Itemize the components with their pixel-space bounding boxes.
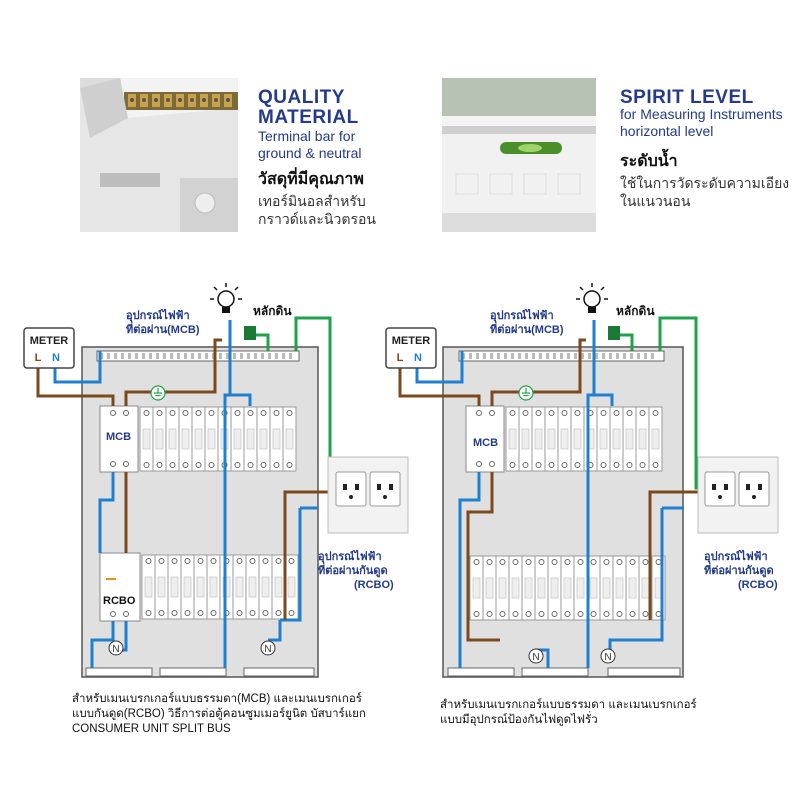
- left-earth-icon-lines: [154, 388, 162, 397]
- right-live-wires: [398, 338, 702, 642]
- right-meter-l: L: [397, 352, 404, 364]
- spirit-level-photo: [442, 78, 596, 232]
- left-device-label-1: อุปกรณ์ไฟฟ้า: [126, 308, 190, 323]
- left-caption: สำหรับเมนเบรกเกอร์แบบธรรมดา(MCB) และเมนเ…: [72, 692, 366, 737]
- right-neutral-label-2: N: [604, 652, 611, 663]
- left-neutral-symbol-2: [260, 640, 276, 656]
- left-outlet-label-1: อุปกรณ์ไฟฟ้า: [318, 549, 382, 564]
- right-mcb-label: MCB: [473, 437, 498, 449]
- left-meter-box: [23, 327, 75, 369]
- spirit-th-line2: ในแนวนอน: [620, 193, 691, 209]
- left-diagram: N N METER L N หลักดิน อุปกรณ์ไฟฟ้า ที่ต่…: [23, 282, 409, 678]
- spirit-en-line1: for Measuring Instruments: [620, 106, 783, 122]
- quality-th-line1: เทอร์มินอลสำหรับ: [258, 193, 366, 209]
- left-caption-line3: CONSUMER UNIT SPLIT BUS: [72, 723, 231, 735]
- left-main-rcbo: [99, 552, 141, 622]
- left-ground-rod-icon: [244, 326, 256, 340]
- spirit-en-line2: horizontal level: [620, 123, 714, 139]
- left-bottom-busbar-1: [85, 667, 153, 677]
- right-neutral-wires: [415, 320, 684, 668]
- left-device-label-2: ที่ต่อผ่าน(MCB): [126, 321, 200, 336]
- quality-title-line2: MATERIAL: [258, 107, 359, 128]
- quality-title-line1: QUALITY: [258, 87, 345, 108]
- right-socket-1: [704, 471, 736, 507]
- right-device-label-2: ที่ต่อผ่าน(MCB): [490, 321, 564, 336]
- right-earth-icon-lines: [522, 388, 530, 397]
- right-bottom-busbar-1: [447, 667, 515, 677]
- spirit-th-title: ระดับน้ำ: [620, 153, 678, 170]
- right-ground-rod-icon: [608, 326, 620, 340]
- right-rcbo-row: [469, 555, 666, 621]
- right-neutral-symbol-2: [600, 648, 616, 664]
- right-caption-line1: สำหรับเมนเบรกเกอร์แบบธรรมดา และเมนเบรกเก…: [440, 699, 697, 711]
- left-bulb-icon: [209, 282, 243, 314]
- right-outlet-label-3: (RCBO): [738, 579, 778, 591]
- right-device-label-1: อุปกรณ์ไฟฟ้า: [490, 308, 554, 323]
- left-meter-l: L: [35, 352, 42, 364]
- right-bulb-icon: [575, 282, 609, 314]
- left-meter-n: N: [52, 352, 60, 364]
- left-neutral-label-2: N: [264, 644, 271, 655]
- left-cabinet: [81, 346, 319, 678]
- left-rcbo-label: RCBO: [103, 595, 136, 607]
- left-socket-2: [369, 471, 401, 507]
- right-outlet-label-1: อุปกรณ์ไฟฟ้า: [704, 549, 768, 564]
- right-mcb-row: [465, 405, 663, 473]
- left-ground-label: หลักดิน: [253, 304, 292, 318]
- left-bottom-busbar-2: [159, 667, 227, 677]
- left-outlet-label-2: ที่ต่อผ่านกันดูด: [318, 562, 388, 578]
- right-meter-label: METER: [392, 335, 431, 347]
- left-mcb-row: [99, 405, 297, 473]
- right-neutral-symbol-1: [528, 648, 544, 664]
- quality-en-text: Terminal bar for ground & neutral: [258, 128, 362, 162]
- left-mcb-label: MCB: [106, 431, 131, 443]
- quality-th-line2: กราวด์และนิวตรอน: [258, 211, 376, 227]
- right-main-mcb: [465, 405, 505, 473]
- left-neutral-label-1: N: [112, 644, 119, 655]
- right-outlet-label-2: ที่ต่อผ่านกันดูด: [704, 562, 774, 578]
- left-neutral-wires: [53, 320, 318, 668]
- right-bottom-busbar-2: [521, 667, 589, 677]
- right-meter-box: [385, 327, 437, 369]
- left-outlet-label-3: (RCBO): [354, 579, 394, 591]
- left-bottom-busbar-3: [243, 667, 315, 677]
- right-bottom-busbar-3: [607, 667, 681, 677]
- left-main-mcb: [99, 405, 139, 473]
- left-rcbo-row: [99, 552, 299, 622]
- right-ground-label: หลักดิน: [616, 304, 655, 318]
- spirit-en-text: for Measuring Instruments horizontal lev…: [620, 106, 783, 140]
- right-diagram: N N METER L N หลักดิน อุปกรณ์ไฟฟ้า ที่ต่…: [385, 282, 779, 678]
- spirit-th-text: ใช้ในการวัดระดับความเอียง ในแนวนอน: [620, 174, 789, 210]
- left-caption-line2: แบบกันดูด(RCBO) วิธีการต่อตู้คอนซูมเมอร์…: [72, 708, 366, 720]
- terminal-bar-photo: [80, 78, 238, 232]
- right-socket-2: [738, 471, 770, 507]
- quality-en-line1: Terminal bar for: [258, 128, 356, 144]
- left-live-wires: [36, 338, 340, 620]
- quality-title: QUALITY MATERIAL: [258, 88, 359, 128]
- left-neutral-symbol-1: [108, 640, 124, 656]
- quality-en-line2: ground & neutral: [258, 145, 362, 161]
- left-meter-label: METER: [30, 335, 69, 347]
- right-neutral-label-1: N: [532, 652, 539, 663]
- left-caption-line1: สำหรับเมนเบรกเกอร์แบบธรรมดา(MCB) และเมนเ…: [72, 693, 362, 705]
- quality-th-text: เทอร์มินอลสำหรับ กราวด์และนิวตรอน: [258, 192, 376, 228]
- quality-th-title: วัสดุที่มีคุณภาพ: [258, 171, 364, 188]
- left-socket-1: [335, 471, 367, 507]
- spirit-title: SPIRIT LEVEL: [620, 87, 754, 108]
- right-caption-line2: แบบมีอุปกรณ์ป้องกันไฟดูดไฟรั่ว: [440, 714, 598, 726]
- right-meter-n: N: [414, 352, 422, 364]
- right-caption: สำหรับเมนเบรกเกอร์แบบธรรมดา และเมนเบรกเก…: [440, 698, 697, 728]
- spirit-th-line1: ใช้ในการวัดระดับความเอียง: [620, 175, 790, 191]
- left-rcbo-indicator: [106, 578, 116, 580]
